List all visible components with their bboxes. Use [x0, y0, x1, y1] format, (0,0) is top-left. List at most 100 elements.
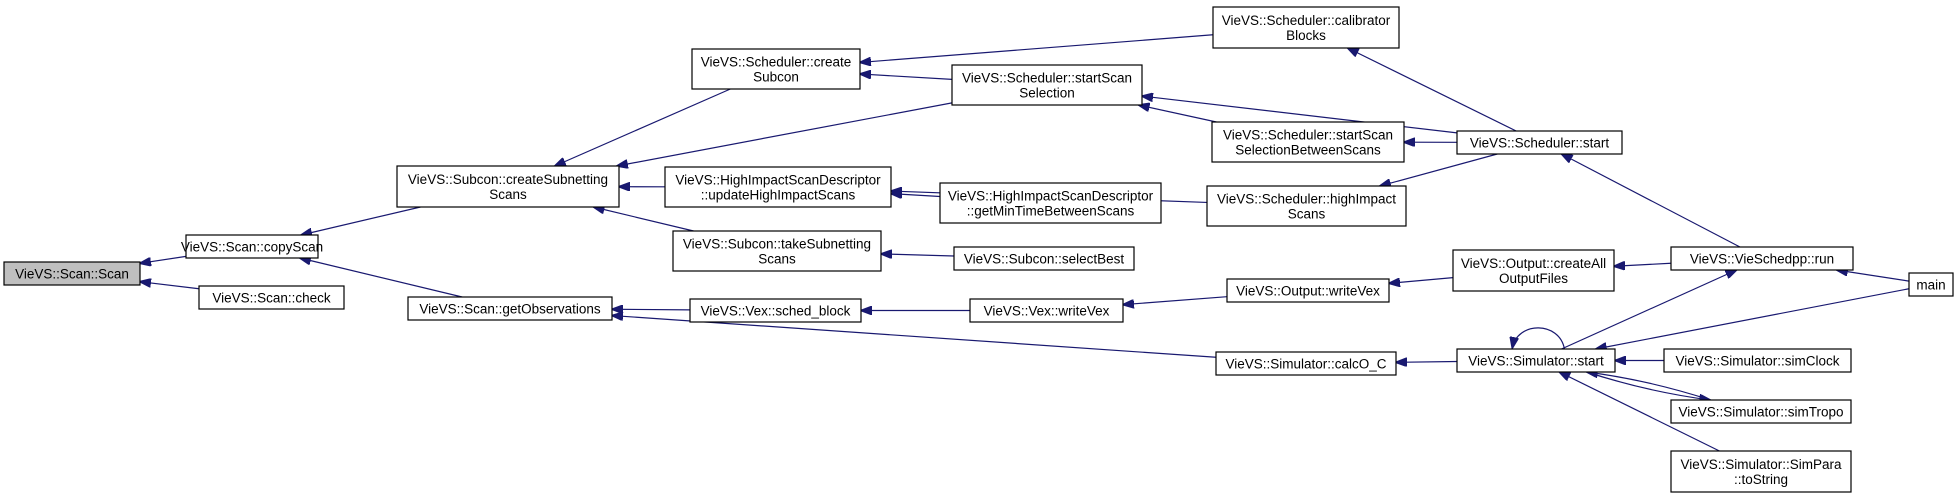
nodes-layer: VieVS::Scan::ScanVieVS::Scan::copyScanVi…: [3, 6, 1954, 493]
node-box: [1670, 450, 1852, 493]
node-getMinTime[interactable]: VieVS::HighImpactScanDescriptor::getMinT…: [939, 182, 1162, 224]
node-scan[interactable]: VieVS::Scan::Scan: [3, 261, 141, 286]
node-box: [1226, 278, 1390, 303]
node-box: [1670, 246, 1854, 271]
node-label: VieVS::Scan::check: [212, 291, 331, 306]
node-label: Selection: [1019, 86, 1075, 101]
node-label: VieVS::Scan::copyScan: [181, 240, 323, 255]
node-label: VieVS::Subcon::createSubnetting: [408, 172, 608, 187]
node-label: VieVS::Simulator::SimPara: [1680, 457, 1842, 472]
node-label: VieVS::Scan::Scan: [15, 267, 129, 282]
node-label: VieVS::Scan::getObservations: [419, 302, 601, 317]
node-box: [1908, 272, 1954, 297]
node-outputWriteVex[interactable]: VieVS::Output::writeVex: [1226, 278, 1390, 303]
edge-takeSubnetting-to-createSubnetting: [593, 207, 694, 232]
node-box: [1670, 399, 1852, 424]
node-box: [1663, 348, 1852, 373]
node-label: ::updateHighImpactScans: [701, 188, 856, 203]
node-box: [1211, 121, 1405, 163]
node-selectBest[interactable]: VieVS::Subcon::selectBest: [953, 246, 1135, 271]
edge-main-to-vieSchedRun: [1837, 270, 1910, 282]
edge-startScanSelBetween-to-startScanSel: [1139, 105, 1217, 123]
node-getObservations[interactable]: VieVS::Scan::getObservations: [407, 296, 613, 321]
node-label: ::toString: [1734, 472, 1788, 487]
edge-simTropo-to-simStart: [1587, 372, 1711, 401]
node-updateHigh[interactable]: VieVS::HighImpactScanDescriptor::updateH…: [664, 166, 892, 208]
edge-simParaToString-to-simStart: [1559, 372, 1720, 452]
edge-selectBest-to-takeSubnetting: [881, 254, 955, 256]
node-label: VieVS::Scheduler::create: [701, 55, 852, 70]
node-label: main: [1916, 278, 1945, 293]
node-label: VieVS::Simulator::simClock: [1675, 354, 1839, 369]
node-box: [3, 261, 141, 286]
node-label: OutputFiles: [1499, 271, 1568, 286]
node-label: VieVS::Subcon::takeSubnetting: [683, 237, 871, 252]
node-copyScan[interactable]: VieVS::Scan::copyScan: [181, 234, 323, 259]
node-box: [664, 166, 892, 208]
edge-copyScan-to-scan: [140, 255, 187, 263]
node-box: [1206, 185, 1407, 227]
node-label: Subcon: [753, 70, 799, 85]
edge-check-to-scan: [140, 282, 200, 290]
node-label: Scans: [1288, 207, 1326, 222]
node-label: VieVS::Scheduler::calibrator: [1222, 13, 1391, 28]
node-label: VieVS::Scheduler::highImpact: [1217, 192, 1396, 207]
node-schedBlock[interactable]: VieVS::Vex::sched_block: [689, 298, 862, 323]
node-label: VieVS::Output::writeVex: [1236, 284, 1380, 299]
edge-simStart-to-calcOC: [1396, 362, 1458, 363]
node-startScanSelBetween[interactable]: VieVS::Scheduler::startScanSelectionBetw…: [1211, 121, 1405, 163]
node-label: SelectionBetweenScans: [1235, 143, 1381, 158]
node-simClock[interactable]: VieVS::Simulator::simClock: [1663, 348, 1852, 373]
node-box: [1215, 351, 1397, 376]
node-check[interactable]: VieVS::Scan::check: [198, 285, 345, 310]
node-label: Scans: [489, 187, 527, 202]
node-calcOC[interactable]: VieVS::Simulator::calcO_C: [1215, 351, 1397, 376]
edge-calibBlocks-to-createSubcon: [860, 34, 1214, 63]
node-label: VieVS::Simulator::calcO_C: [1225, 357, 1386, 372]
edge-schedStart-to-highImpactScans: [1380, 153, 1498, 186]
node-label: VieVS::HighImpactScanDescriptor: [675, 173, 881, 188]
node-box: [951, 64, 1143, 106]
edge-createAllOutput-to-outputWriteVex: [1389, 277, 1454, 284]
edge-outputWriteVex-to-writeVex: [1123, 296, 1228, 305]
node-label: VieVS::Subcon::selectBest: [964, 252, 1125, 267]
node-box: [396, 165, 620, 208]
node-label: VieVS::Simulator::start: [1468, 354, 1604, 369]
node-box: [407, 296, 613, 321]
node-label: VieVS::VieSchedpp::run: [1690, 252, 1834, 267]
node-box: [1456, 130, 1623, 155]
edge-schedStart-to-startScanSel: [1142, 96, 1458, 134]
node-label: VieVS::Vex::writeVex: [984, 304, 1110, 319]
node-box: [939, 182, 1162, 224]
node-box: [672, 230, 882, 272]
node-box: [185, 234, 319, 259]
node-label: VieVS::HighImpactScanDescriptor: [948, 189, 1154, 204]
node-schedStart[interactable]: VieVS::Scheduler::start: [1456, 130, 1623, 155]
node-simParaToString[interactable]: VieVS::Simulator::SimPara::toString: [1670, 450, 1852, 493]
node-box: [691, 48, 861, 90]
node-vieSchedRun[interactable]: VieVS::VieSchedpp::run: [1670, 246, 1854, 271]
node-label: VieVS::Scheduler::start: [1470, 136, 1610, 151]
node-simTropo[interactable]: VieVS::Simulator::simTropo: [1670, 399, 1852, 424]
node-simStart[interactable]: VieVS::Simulator::start: [1456, 348, 1616, 373]
node-writeVex[interactable]: VieVS::Vex::writeVex: [969, 298, 1124, 323]
node-box: [198, 285, 345, 310]
node-box: [1452, 249, 1615, 292]
node-main[interactable]: main: [1908, 272, 1954, 297]
edge-simStart-to-simTropo: [1586, 371, 1711, 400]
node-box: [969, 298, 1124, 323]
edge-vieSchedRun-to-schedStart: [1562, 154, 1741, 248]
node-label: VieVS::Vex::sched_block: [701, 304, 851, 319]
node-box: [1456, 348, 1616, 373]
edge-simStart-to-simStart: [1512, 327, 1566, 349]
node-label: ::getMinTimeBetweenScans: [967, 204, 1135, 219]
edge-startScanSel-to-createSubnetting: [617, 102, 953, 166]
